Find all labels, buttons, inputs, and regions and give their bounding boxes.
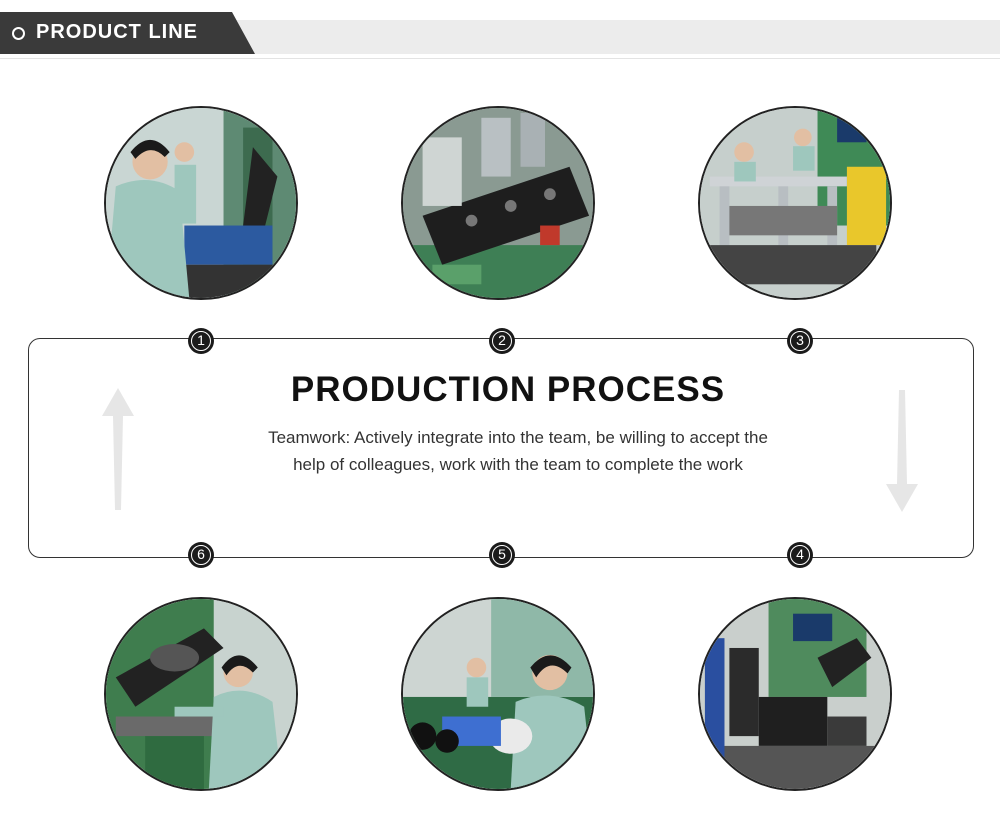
- automated-machine-photo: [698, 597, 892, 791]
- step-badge-4: 4: [787, 542, 813, 568]
- section-title: PRODUCT LINE: [36, 21, 198, 43]
- process-title: PRODUCTION PROCESS: [290, 370, 726, 409]
- arrow-up-icon: [102, 388, 134, 510]
- process-description: Teamwork: Actively integrate into the te…: [268, 428, 768, 474]
- press-operator-photo: [104, 597, 298, 791]
- header-bar-light: [220, 20, 1000, 54]
- step-badge-5: 5: [489, 542, 515, 568]
- step-badge-1: 1: [188, 328, 214, 354]
- arrow-down-icon: [886, 390, 918, 512]
- circle-icon: [12, 27, 25, 40]
- step-badge-3: 3: [787, 328, 813, 354]
- header-divider: [0, 58, 1000, 59]
- workers-inspecting-photo: [401, 597, 595, 791]
- assembly-line-photo: [698, 106, 892, 300]
- worker-at-machine-photo: [104, 106, 298, 300]
- machine-fixture-photo: [401, 106, 595, 300]
- step-badge-2: 2: [489, 328, 515, 354]
- section-header: PRODUCT LINE: [0, 12, 1000, 54]
- production-process-panel: [28, 338, 974, 558]
- step-badge-6: 6: [188, 542, 214, 568]
- header-bar-dark: [0, 12, 255, 54]
